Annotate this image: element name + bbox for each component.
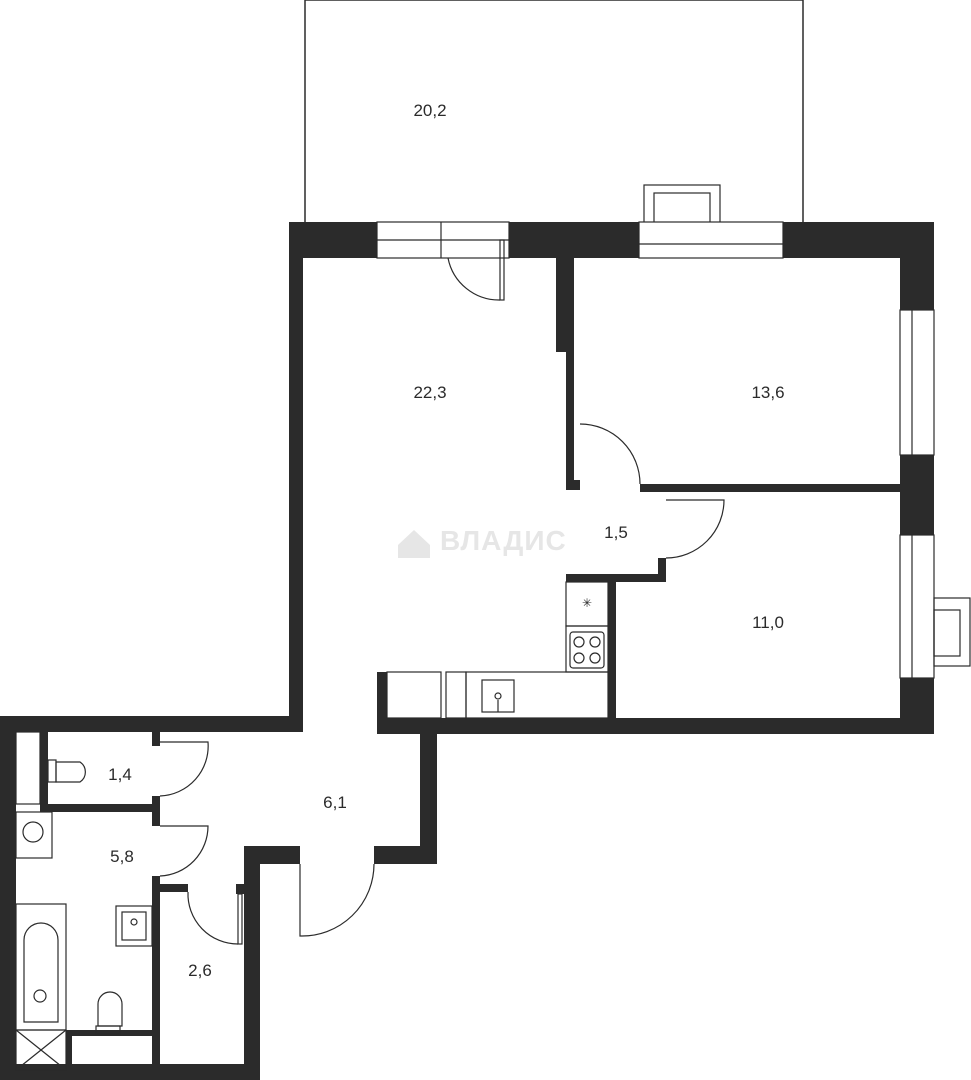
area-storage: 2,6 [188, 961, 212, 980]
area-bedroom-1: 13,6 [751, 383, 784, 402]
balcony-outline [304, 0, 804, 222]
area-corridor: 1,5 [604, 523, 628, 542]
area-balcony: 20,2 [413, 101, 446, 120]
walls [0, 222, 934, 1080]
area-hall: 6,1 [323, 793, 347, 812]
windows [376, 221, 971, 679]
balcony-chair-icon [643, 184, 721, 226]
area-bedroom-2: 11,0 [752, 613, 784, 632]
bathtub-icon [15, 903, 67, 1031]
washing-machine-icon [22, 821, 44, 843]
bathroom-fixtures [15, 811, 153, 1071]
toilet-bowl-icon [47, 759, 86, 783]
doors [159, 239, 725, 945]
bathroom-sink-icon [115, 905, 153, 947]
vent-icon: ✳ [582, 596, 592, 610]
watermark-text: ВЛАДИС [440, 525, 567, 556]
area-living-room: 22,3 [413, 383, 446, 402]
sink-icon [481, 679, 515, 713]
watermark: ВЛАДИС [398, 525, 567, 558]
house-logo-icon [398, 530, 430, 558]
bathroom-toilet-icon [95, 991, 123, 1035]
stove-icon [569, 631, 605, 669]
area-bathroom: 5,8 [110, 847, 134, 866]
area-toilet: 1,4 [108, 765, 132, 784]
kitchen: ✳ [386, 581, 609, 719]
toilet-fixtures [15, 731, 86, 805]
